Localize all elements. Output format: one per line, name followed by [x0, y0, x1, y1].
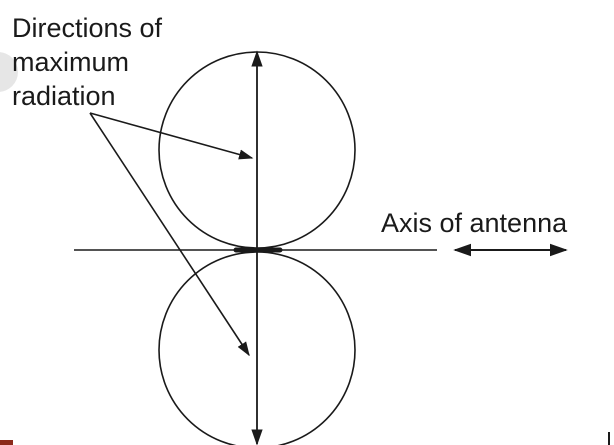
pointer-arrow-upper	[89, 112, 254, 160]
label-directions-line-2: maximum	[12, 47, 129, 77]
label-axis-of-antenna: Axis of antenna	[381, 208, 568, 238]
corner-mark-left	[0, 440, 13, 445]
label-directions-line-3: radiation	[12, 81, 116, 111]
pointer-arrow-lower	[89, 112, 250, 357]
edge-blob	[0, 52, 18, 92]
label-directions-line-1: Directions of	[12, 13, 163, 43]
corner-mark-right	[608, 432, 610, 445]
